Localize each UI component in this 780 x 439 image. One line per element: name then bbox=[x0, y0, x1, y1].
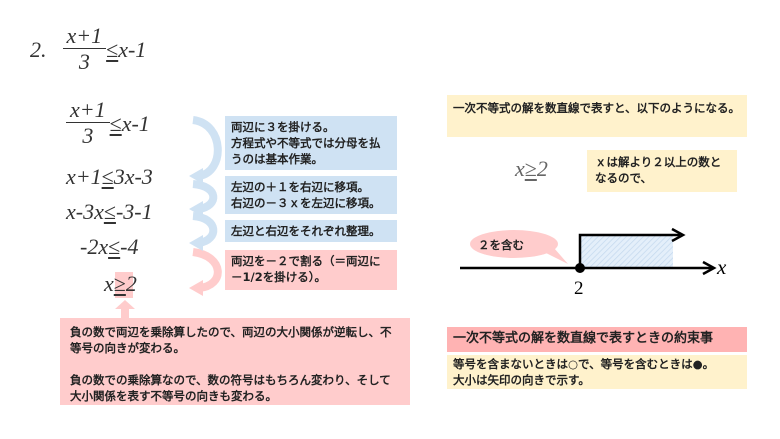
solution-arrowhead-icon bbox=[671, 227, 686, 243]
note-step-1: 両辺に３を掛ける。 方程式や不等式では分母を払うのは基本作業。 bbox=[225, 116, 397, 170]
axis-arrow-icon bbox=[702, 260, 717, 276]
lhs: x+1 bbox=[66, 164, 102, 189]
curved-arrow-icon bbox=[192, 212, 218, 247]
curved-arrows bbox=[189, 116, 222, 296]
relation: ≥ bbox=[113, 271, 126, 296]
numerator: x+1 bbox=[66, 97, 110, 124]
step-3: x-3x≤-3-1 bbox=[66, 199, 153, 225]
rhs: x-1 bbox=[121, 110, 150, 136]
step-2: x+1≤3x-3 bbox=[66, 164, 153, 190]
axis-label: x bbox=[717, 255, 727, 279]
solution-note: ｘは解より２以上の数となるので、 bbox=[587, 150, 737, 192]
curved-arrow-icon bbox=[192, 248, 222, 292]
note-step-3: 左辺と右辺をそれぞれ整理。 bbox=[225, 220, 397, 242]
note-sign-reversal: 負の数で両辺を乗除算したので、両辺の大小関係が逆転し、不等号の向きが変わる。 負… bbox=[60, 318, 410, 405]
lhs: x-3x bbox=[66, 199, 104, 224]
numerator: x+1 bbox=[62, 23, 107, 50]
relation: ≤ bbox=[103, 199, 116, 224]
highlight bbox=[115, 272, 133, 298]
note-step-2: 左辺の＋１を右辺に移項。 右辺の－３ｘを左辺に移項。 bbox=[225, 176, 397, 214]
rhs: 3x-3 bbox=[113, 164, 153, 189]
step-5: x≥2 bbox=[104, 271, 137, 297]
rhs: -3-1 bbox=[115, 199, 153, 224]
rhs: x-1 bbox=[118, 36, 147, 62]
number-line bbox=[460, 227, 717, 276]
curved-arrow-icon bbox=[192, 116, 222, 180]
speech-bubble bbox=[470, 230, 558, 258]
denominator: 3 bbox=[78, 49, 90, 75]
bubble-text: ２を含む bbox=[478, 238, 524, 252]
curved-arrow-icon bbox=[192, 180, 218, 213]
solution: x≥2 bbox=[515, 156, 548, 182]
relation: ≤ bbox=[109, 110, 122, 136]
problem-number: 2. bbox=[30, 36, 47, 62]
solution-arrow bbox=[578, 233, 680, 268]
lhs: x bbox=[515, 156, 525, 181]
rhs: 2 bbox=[536, 156, 548, 181]
rhs: -4 bbox=[120, 234, 139, 259]
solution-region bbox=[580, 235, 673, 268]
tick-label: 2 bbox=[574, 278, 584, 299]
intro-text: 一次不等式の解を数直線で表すと、以下のようになる。 bbox=[447, 95, 747, 137]
rhs: 2 bbox=[125, 271, 137, 296]
lhs: x bbox=[104, 271, 114, 296]
up-arrow-icon bbox=[115, 300, 135, 320]
relation: ≤ bbox=[106, 36, 119, 62]
step-4: -2x≤-4 bbox=[80, 234, 139, 260]
relation: ≤ bbox=[101, 164, 114, 189]
rule-text: 等号を含まないときは○で、等号を含むときは●。 大小は矢印の向きで示す。 bbox=[447, 355, 747, 389]
relation: ≤ bbox=[108, 234, 121, 259]
denominator: 3 bbox=[82, 123, 94, 149]
rule-title: 一次不等式の解を数直線で表すときの約束事 bbox=[447, 327, 747, 352]
note-step-4: 両辺を－２で割る（＝両辺に－1/2を掛ける）。 bbox=[225, 250, 397, 290]
lhs: -2x bbox=[80, 234, 109, 259]
closed-dot-icon bbox=[575, 263, 585, 273]
relation: ≥ bbox=[524, 156, 537, 181]
